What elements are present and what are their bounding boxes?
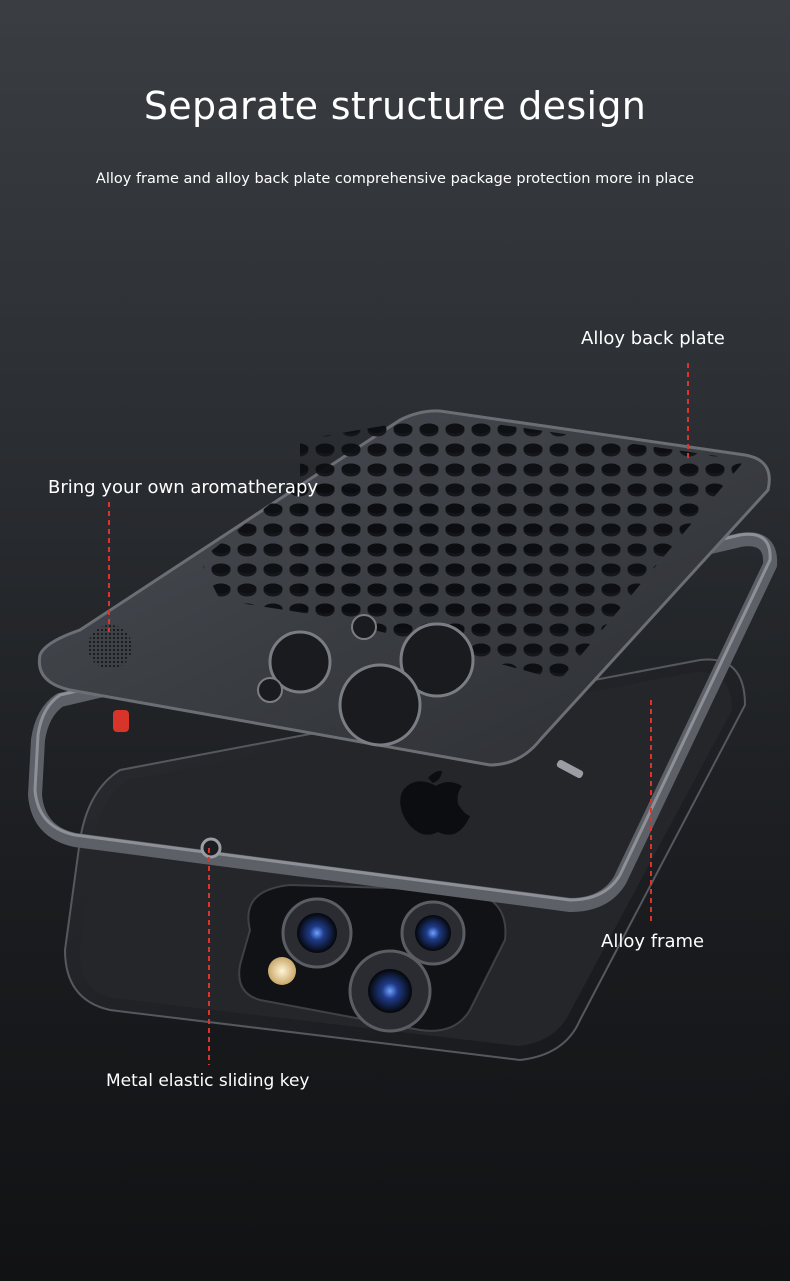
aroma-mesh [88, 625, 132, 669]
callout-aromatherapy: Bring your own aromatherapy [48, 477, 319, 498]
apple-logo-icon [400, 770, 470, 835]
phone-body [63, 658, 747, 1062]
callout-alloy-frame: Alloy frame [601, 931, 705, 952]
sliding-key-icon [200, 837, 222, 859]
alloy-back-plate [37, 409, 771, 767]
callout-sliding-key: Metal elastic sliding key [106, 1071, 310, 1091]
alloy-frame [28, 532, 778, 912]
page-title: Separate structure design [143, 84, 647, 128]
callout-alloy-back-plate: Alloy back plate [581, 328, 725, 349]
mute-switch [113, 710, 129, 732]
page-subtitle: Alloy frame and alloy back plate compreh… [95, 171, 695, 187]
